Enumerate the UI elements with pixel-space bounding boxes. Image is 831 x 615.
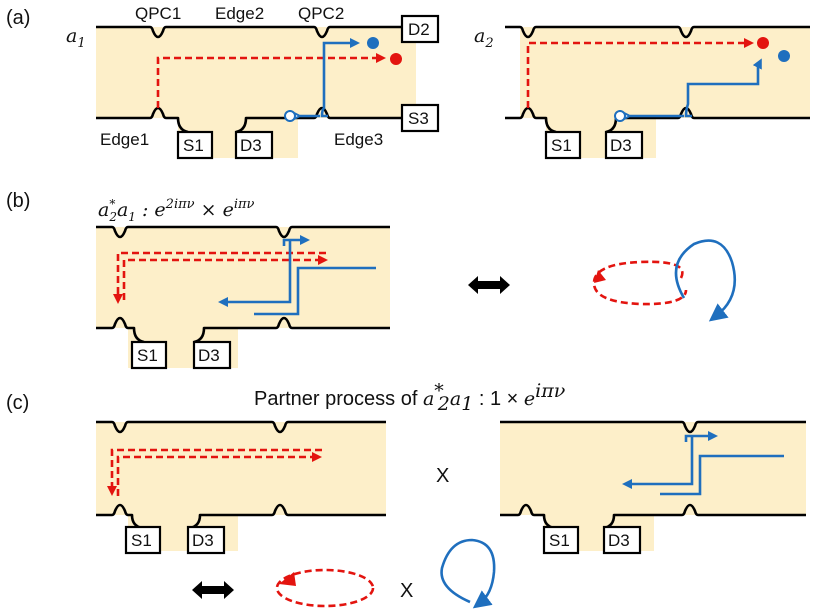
- red-quasiparticle-path: [526, 38, 754, 108]
- svg-text:D2: D2: [408, 20, 430, 39]
- edge1-label: Edge1: [100, 130, 149, 149]
- blue-particle: [778, 50, 790, 62]
- panel-a-right: a2 S1 D3: [474, 25, 810, 160]
- panel-label-b: (b): [6, 190, 30, 212]
- phase-formula-b: a*2a1 : e2iπν × eiπν: [98, 197, 255, 224]
- blue-particle: [367, 37, 379, 49]
- panel-b: (b) a*2a1 : e2iπν × eiπν S1 D3: [6, 190, 736, 370]
- panel-label-a: (a): [6, 7, 30, 29]
- panel-c: (c) Partner process of a*2a1 : 1 × eiπν …: [6, 380, 806, 609]
- edge3-label: Edge3: [334, 130, 383, 149]
- sample-region: [96, 422, 386, 515]
- blue-loop: [440, 538, 496, 609]
- panel-label-c: (c): [6, 392, 29, 414]
- bottom-edge-right: [603, 503, 806, 530]
- contact-s3: S3: [400, 103, 440, 133]
- product-symbol: X: [400, 580, 413, 602]
- sample-region: [500, 422, 806, 515]
- sample-region: [96, 27, 416, 118]
- panel-a-left: (a) QPC1 Edge2 QPC2 Edge1 Edge3 a1 D2 S3…: [6, 4, 440, 160]
- svg-text:S1: S1: [131, 531, 152, 550]
- blue-braid-path: [254, 266, 376, 316]
- svg-text:S1: S1: [137, 346, 158, 365]
- blue-lower-arrow: [622, 436, 694, 489]
- bottom-edge-left: [500, 503, 555, 530]
- svg-text:D3: D3: [610, 136, 632, 155]
- svg-text:S1: S1: [183, 136, 204, 155]
- blue-loop: [674, 239, 736, 322]
- a1-label: a1: [66, 25, 86, 51]
- contact-s1: S1: [542, 525, 580, 555]
- blue-hole: [614, 110, 626, 122]
- product-symbol: X: [436, 465, 449, 487]
- qpc2-label: QPC2: [298, 4, 344, 23]
- blue-upper-arrow: [282, 235, 310, 246]
- blue-quasiparticle-path: [320, 38, 360, 118]
- red-loop: [275, 568, 375, 608]
- bottom-edge-left: [505, 106, 557, 134]
- qpc1-label: QPC1: [135, 4, 181, 23]
- bottom-edge-right: [193, 316, 390, 344]
- blue-lower-arrow: [218, 240, 292, 307]
- equivalence-arrow: [468, 276, 510, 294]
- contact-d3: D3: [234, 130, 274, 160]
- svg-text:D3: D3: [240, 136, 262, 155]
- edge2-label: Edge2: [215, 4, 264, 23]
- sample-region: [96, 227, 390, 328]
- partner-process-title: Partner process of a*2a1 : 1 × eiπν: [254, 380, 566, 415]
- contact-s1: S1: [544, 130, 582, 160]
- top-edge: [96, 420, 386, 434]
- svg-text:S1: S1: [549, 531, 570, 550]
- red-loop-arrowhead: [279, 572, 296, 586]
- blue-upper-arrow: [684, 431, 718, 442]
- blue-braid-path: [660, 454, 784, 496]
- bottom-edge-left: [96, 106, 189, 134]
- red-loop: [592, 260, 688, 306]
- svg-text:S3: S3: [408, 109, 429, 128]
- blue-quasiparticle-path: [684, 66, 760, 118]
- red-particle: [757, 37, 769, 49]
- red-loop-arrowhead: [594, 270, 606, 283]
- contact-s1: S1: [176, 130, 214, 160]
- svg-text:D3: D3: [192, 531, 214, 550]
- a2-label: a2: [474, 25, 494, 51]
- top-edge: [96, 25, 416, 39]
- bottom-edge-left: [96, 503, 143, 530]
- bottom-edge-right: [189, 503, 386, 530]
- contact-d2: D2: [400, 14, 440, 44]
- red-loop-path: [113, 251, 326, 304]
- top-edge: [500, 420, 806, 434]
- contact-d3: D3: [186, 525, 226, 555]
- blue-arrowhead: [752, 58, 762, 70]
- contact-d3: D3: [192, 340, 232, 370]
- top-edge: [96, 225, 390, 239]
- equivalence-arrow: [192, 581, 234, 599]
- bottom-edge-left: [96, 316, 145, 344]
- contact-s1: S1: [130, 340, 168, 370]
- svg-text:D3: D3: [608, 531, 630, 550]
- blue-hole: [284, 110, 296, 122]
- red-loop-return: [122, 255, 328, 300]
- svg-text:D3: D3: [198, 346, 220, 365]
- svg-text:S1: S1: [551, 136, 572, 155]
- red-loop-path: [107, 448, 322, 496]
- contact-d3: D3: [602, 525, 642, 555]
- top-edge: [505, 25, 810, 39]
- red-quasiparticle-path: [156, 53, 386, 108]
- red-loop-return: [116, 452, 322, 496]
- red-particle: [390, 53, 402, 65]
- contact-s1: S1: [124, 525, 162, 555]
- contact-d3: D3: [604, 130, 644, 160]
